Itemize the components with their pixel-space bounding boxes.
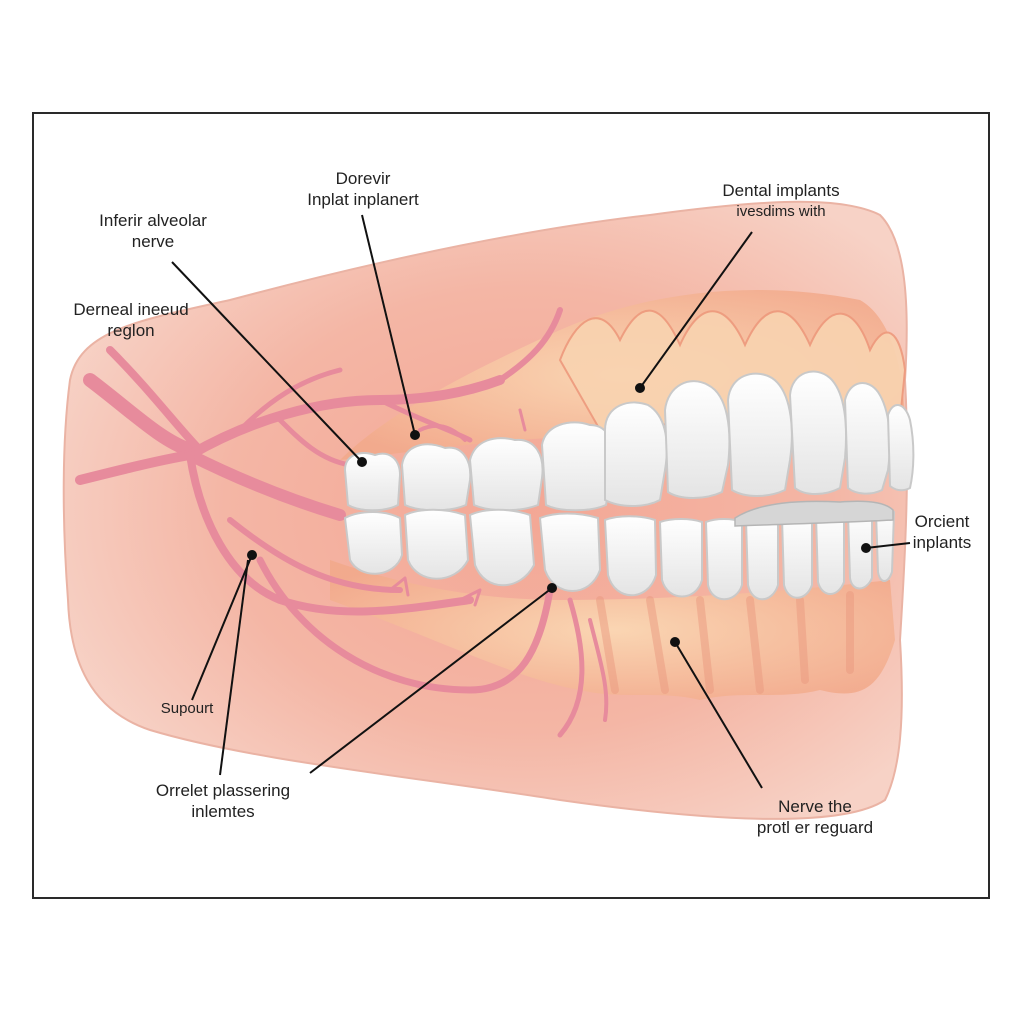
lower-tooth (704, 518, 743, 601)
nerve-network (75, 307, 609, 738)
label-dental-implants-line1: Dental implants (722, 181, 840, 200)
leader-lines (171, 214, 911, 789)
upper-tooth (343, 452, 402, 512)
upper-tooth (400, 443, 472, 512)
label-dental-inceud-line1: Derneal ineeud (73, 300, 189, 319)
label-inferior-alveolar: Inferir alveolar nerve (68, 210, 238, 252)
leader-orcent-implants (865, 542, 911, 549)
upper-tooth (788, 370, 848, 495)
label-support: Supourt (142, 698, 232, 719)
upper-tooth (468, 437, 544, 512)
upper-teeth (343, 370, 915, 512)
leader-dot (670, 637, 680, 647)
leader-plastering-b (309, 587, 553, 774)
leader-dot (410, 430, 420, 440)
label-dental-implants: Dental implants ivesdims with (696, 180, 866, 222)
label-plastering-line2: inlemtes (191, 802, 255, 821)
leader-dot (247, 550, 257, 560)
upper-tooth (843, 382, 891, 495)
lower-tooth (658, 518, 703, 598)
label-dental-inceud: Derneal ineeud reglon (46, 299, 216, 341)
leader-dot (635, 383, 645, 393)
upper-tooth (886, 404, 915, 492)
leader-nerve-protect (674, 641, 763, 789)
lower-tooth (468, 508, 536, 587)
label-inferior-alveolar-line1: Inferir alveolar (99, 211, 207, 230)
lower-tooth (403, 508, 470, 580)
label-dental-inceud-line2: reglon (107, 321, 155, 340)
label-implant-top: Dorevir Inplat inplanert (278, 168, 448, 210)
label-implant-top-line1: Dorevir (335, 169, 391, 188)
label-inferior-alveolar-line2: nerve (131, 232, 175, 251)
label-dental-implants-line2: ivesdims with (736, 203, 826, 220)
lower-tooth (538, 512, 602, 592)
upper-tooth (540, 421, 614, 512)
lower-roots (596, 591, 854, 694)
leader-inferior-alveolar (171, 261, 363, 463)
leader-support (191, 554, 253, 701)
leader-dot (547, 583, 557, 593)
label-nerve-protect-line1: Nerve the (778, 797, 852, 816)
lower-tooth (780, 514, 813, 599)
label-plastering: Orrelet plassering inlemtes (128, 780, 318, 822)
lower-tooth (814, 512, 845, 595)
label-orcent-implants-line1: Orcient (914, 512, 970, 531)
label-nerve-protect-line2: protl er reguard (756, 818, 874, 837)
leader-dot (861, 543, 871, 553)
lower-molar-tops (734, 500, 894, 527)
lower-tooth (343, 511, 404, 575)
label-implant-top-line2: Inplat inplanert (307, 190, 419, 209)
leader-plastering-a (219, 559, 249, 776)
leader-dot (357, 457, 367, 467)
label-support-line1: Supourt (160, 700, 214, 717)
upper-tooth (726, 372, 793, 497)
lower-tooth (744, 516, 779, 601)
upper-tooth (663, 380, 731, 499)
lower-tooth (603, 515, 658, 597)
label-orcent-implants-line2: inplants (912, 533, 972, 552)
leader-dental-implants (639, 231, 753, 389)
label-orcent-implants: Orcient inplants (900, 511, 984, 553)
leader-implant-top (361, 214, 416, 436)
lower-teeth (343, 508, 896, 601)
upper-tooth (604, 401, 668, 507)
label-plastering-line1: Orrelet plassering (155, 781, 291, 800)
label-nerve-protect: Nerve the protl er reguard (735, 796, 895, 838)
